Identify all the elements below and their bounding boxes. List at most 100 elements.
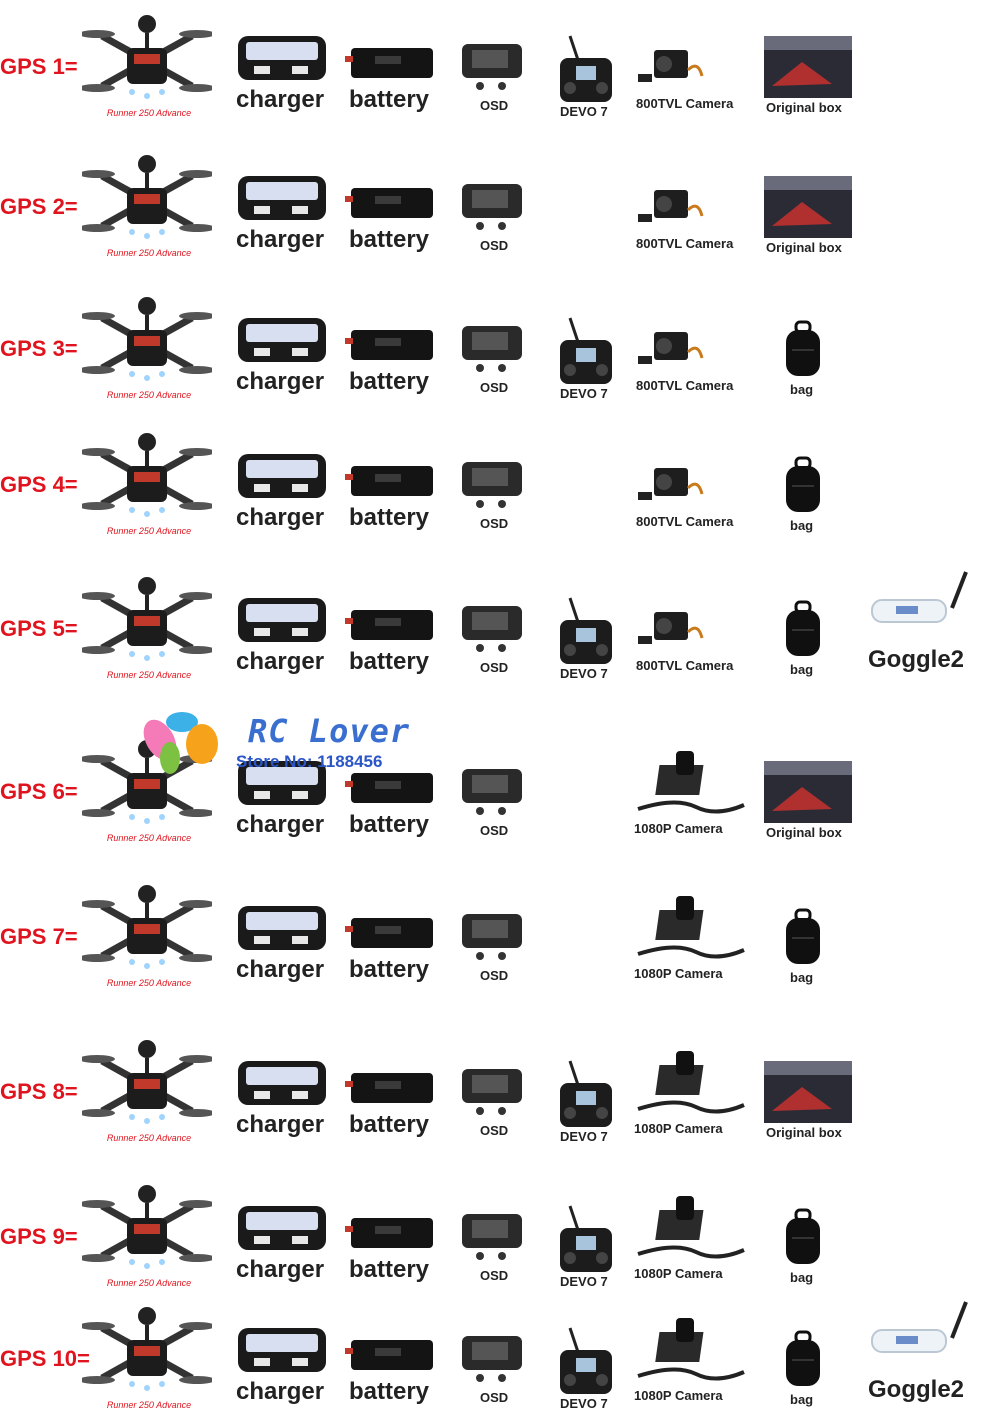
charger-image [238, 176, 326, 220]
watermark-title: RC Lover [248, 712, 411, 750]
drone-caption: Runner 250 Advance [106, 1278, 192, 1288]
drone-image [82, 155, 212, 239]
item-caption: OSD [480, 1268, 509, 1283]
package-row: GPS 9= Runner 250 Advance charger battery OS… [0, 1170, 1000, 1305]
bag-image [786, 456, 820, 512]
item-caption: OSD [480, 1123, 509, 1138]
item-caption: charger [236, 811, 325, 838]
osd-image [462, 606, 522, 652]
camera-image [638, 190, 704, 222]
item-caption: battery [349, 648, 430, 675]
battery-image [345, 330, 433, 360]
osd-image [462, 326, 522, 372]
osd-image [462, 44, 522, 90]
bag-image [786, 320, 820, 376]
drone-photo: Runner 250 Advance [82, 876, 212, 988]
drone-photo: Runner 250 Advance [82, 424, 212, 536]
item-caption: 1080P Camera [634, 821, 723, 836]
item-caption: Goggle2 [868, 1376, 965, 1403]
item-caption: bag [790, 382, 814, 397]
item-caption: DEVO 7 [560, 104, 608, 119]
box-image [764, 1061, 852, 1123]
camera-image [638, 612, 704, 644]
charger-image [238, 1206, 326, 1250]
drone-photo: Runner 250 Advance [82, 1176, 212, 1288]
charger-image [238, 906, 326, 950]
camera-image [637, 1196, 745, 1259]
box-image [764, 176, 852, 238]
battery-image [345, 48, 433, 78]
battery-image [345, 188, 433, 218]
item-caption: charger [236, 648, 325, 675]
drone-image [82, 433, 212, 517]
package-label: GPS 3= [0, 336, 78, 361]
item-caption: bag [790, 662, 814, 677]
item-caption: charger [236, 1256, 325, 1283]
charger-image [238, 598, 326, 642]
charger-image [238, 1061, 326, 1105]
item-caption: OSD [480, 380, 509, 395]
item-caption: charger [236, 1111, 325, 1138]
drone-photo: Runner 250 Advance [82, 146, 212, 258]
bag-image [786, 908, 820, 964]
package-label: GPS 2= [0, 194, 78, 219]
drone-caption: Runner 250 Advance [106, 108, 192, 118]
osd-image [462, 914, 522, 960]
item-caption: DEVO 7 [560, 1129, 608, 1144]
drone-caption: Runner 250 Advance [106, 1133, 192, 1143]
item-caption: battery [349, 811, 430, 838]
package-label: GPS 7= [0, 924, 78, 949]
item-caption: OSD [480, 98, 509, 113]
item-caption: bag [790, 1270, 814, 1285]
camera-image [638, 50, 704, 82]
charger-image [238, 1328, 326, 1372]
transmitter-image [560, 317, 612, 384]
item-caption: charger [236, 956, 325, 983]
item-caption: OSD [480, 1390, 509, 1405]
battery-image [345, 1340, 433, 1370]
camera-image [637, 751, 745, 814]
camera-image [638, 468, 704, 500]
package-label: GPS 4= [0, 472, 78, 497]
osd-image [462, 1336, 522, 1382]
package-label: GPS 9= [0, 1224, 78, 1249]
item-caption: Original box [766, 825, 842, 840]
drone-image [82, 15, 212, 99]
osd-image [462, 184, 522, 230]
item-caption: 1080P Camera [634, 1388, 723, 1403]
transmitter-image [560, 1327, 612, 1394]
item-caption: battery [349, 504, 430, 531]
drone-photo: Runner 250 Advance [82, 1298, 212, 1410]
charger-image [238, 318, 326, 362]
battery-image [345, 610, 433, 640]
drone-photo: Runner 250 Advance [82, 1031, 212, 1143]
item-caption: battery [349, 1378, 430, 1405]
osd-image [462, 769, 522, 815]
item-caption: OSD [480, 660, 509, 675]
item-caption: battery [349, 1256, 430, 1283]
item-caption: battery [349, 226, 430, 253]
item-caption: battery [349, 86, 430, 113]
item-caption: charger [236, 504, 325, 531]
drone-image [82, 577, 212, 661]
osd-image [462, 1069, 522, 1115]
package-label: GPS 5= [0, 616, 78, 641]
item-caption: OSD [480, 516, 509, 531]
item-caption: charger [236, 226, 325, 253]
camera-image [637, 1318, 745, 1381]
item-caption: 1080P Camera [634, 1121, 723, 1136]
camera-image [637, 896, 745, 959]
osd-image [462, 462, 522, 508]
item-caption: DEVO 7 [560, 1274, 608, 1289]
item-caption: charger [236, 1378, 325, 1405]
box-image [764, 36, 852, 98]
package-row: GPS 5=Runner 250 Advance charger battery OS… [0, 562, 1000, 697]
charger-image [238, 761, 326, 805]
drone-caption: Runner 250 Advance [106, 978, 192, 988]
drone-photo: Runner 250 Advance [82, 568, 212, 680]
item-caption: 800TVL Camera [636, 658, 734, 673]
item-caption: OSD [480, 968, 509, 983]
